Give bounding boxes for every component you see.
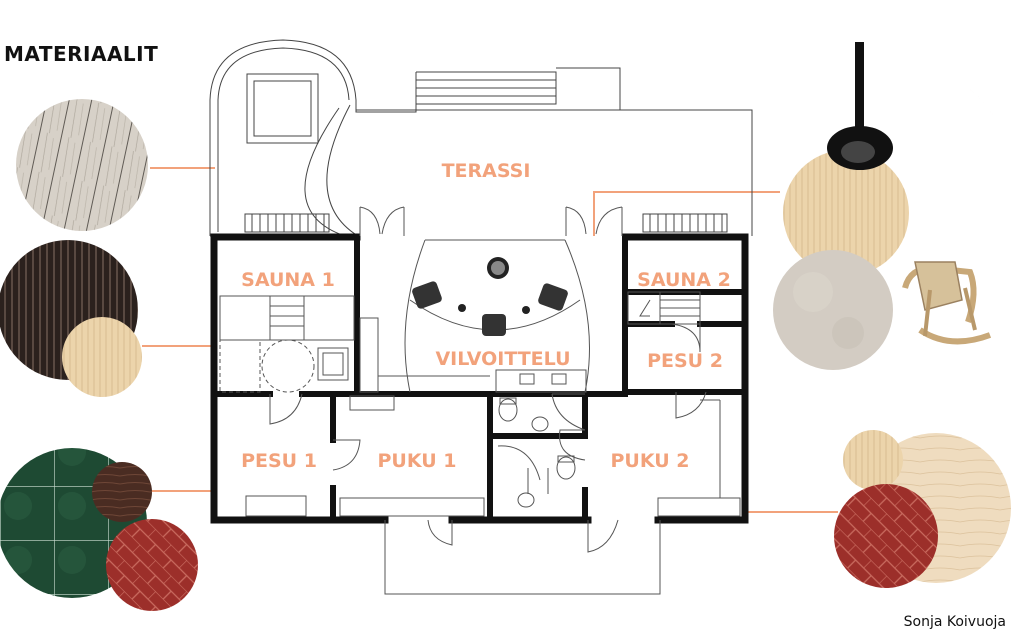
swatches-sauna-2-lounge (773, 42, 1008, 370)
page-title: MATERIAALIT (4, 42, 159, 66)
label-dressing-1: PUKU 1 (377, 450, 456, 472)
label-wash-2: PESU 2 (647, 350, 723, 372)
swatches-terrace (16, 99, 148, 231)
swatches-sauna-1 (0, 240, 142, 397)
lounge-curve-right (564, 239, 590, 393)
swatches-dressing-2 (834, 430, 1011, 588)
sauna-1-stove (261, 339, 315, 393)
swatches-wash-1 (0, 448, 198, 611)
terrace-hot-tub (246, 73, 319, 144)
fixtures (219, 206, 741, 595)
swatch-weathered-wood-decking (16, 99, 148, 231)
swatch-grey-concrete (773, 250, 893, 370)
terrace-perimeter (209, 39, 753, 236)
lounge-chair-2 (538, 283, 568, 311)
label-dressing-2: PUKU 2 (610, 450, 689, 472)
benches (244, 213, 728, 233)
label-sauna-2: SAUNA 2 (637, 269, 731, 291)
swatch-light-birch (62, 317, 142, 397)
swatch-light-wood (843, 430, 903, 490)
lounge-chair-3 (482, 314, 506, 336)
sauna-1-bench (219, 295, 355, 341)
lounge-chair-1 (412, 281, 442, 309)
lounge-furniture (412, 257, 568, 336)
swatch-red-brick (106, 519, 198, 611)
terrace-curve (326, 104, 359, 237)
leader-line-lounge (593, 191, 780, 236)
exterior-walls (210, 233, 749, 524)
black-fireplace-icon (827, 42, 893, 170)
lounge-curve-left (404, 239, 426, 393)
label-wash-1: PESU 1 (241, 450, 317, 472)
terrace-outline (209, 39, 753, 237)
label-sauna-1: SAUNA 1 (241, 269, 335, 291)
label-terrace: TERASSI (442, 160, 531, 182)
wc-1-toilet (498, 398, 518, 422)
terrace-steps (355, 67, 621, 113)
swatch-dark-wood (92, 462, 152, 522)
swatch-light-wood-panel (783, 150, 909, 276)
label-lounge: VILVOITTELU (435, 348, 570, 370)
swatch-red-brick (834, 484, 938, 588)
author-credit: Sonja Koivuoja (903, 614, 1006, 630)
leader-lines (142, 167, 838, 513)
wc-2-toilet (556, 456, 576, 480)
bentwood-armchair-icon (902, 261, 992, 345)
room-labels: TERASSI SAUNA 1 SAUNA 2 VILVOITTELU PESU… (241, 160, 731, 472)
